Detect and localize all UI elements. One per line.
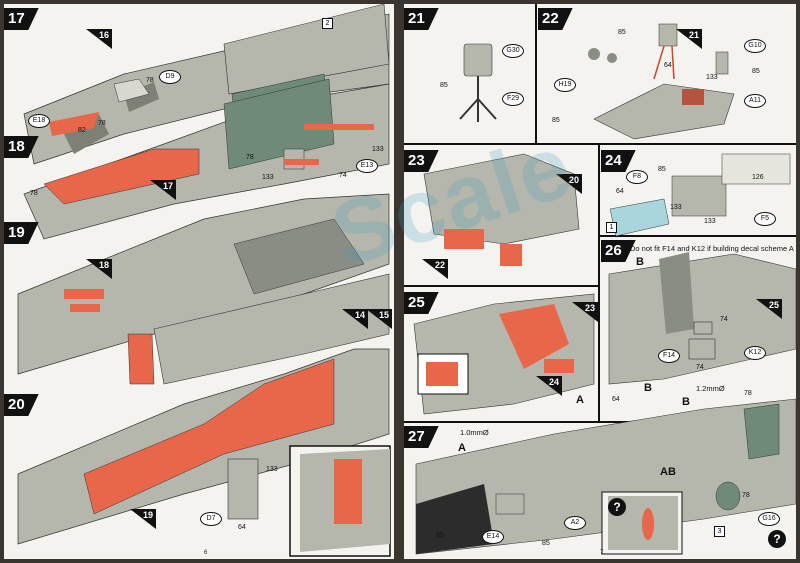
drill-letter: A: [458, 442, 466, 454]
label: 133: [372, 146, 384, 153]
step-21-number: 21: [404, 8, 439, 30]
step-20-number: 20: [4, 394, 39, 416]
label: 85: [618, 29, 626, 36]
part-code: G16: [758, 512, 780, 526]
drill-letter: AB: [660, 466, 676, 478]
label: 78: [742, 492, 750, 499]
label: 74: [696, 364, 704, 371]
step-26-note: Do not fit F14 and K12 if building decal…: [630, 244, 794, 253]
part-code: A2: [564, 516, 586, 530]
part-code: G10: [744, 39, 766, 53]
part-code: F5: [754, 212, 776, 226]
part-code: F8: [626, 170, 648, 184]
part-code: E18: [28, 114, 50, 128]
right-page: 21 G30 85 F29 22 21 85 H19 64 133 G10 85…: [404, 4, 796, 559]
drill-letter: B: [644, 382, 652, 394]
part-code: H19: [554, 78, 576, 92]
label: 74: [720, 316, 728, 323]
label: 133: [704, 218, 716, 225]
label: 133: [670, 204, 682, 211]
part-code: A11: [744, 94, 766, 108]
part-code: G30: [502, 44, 524, 58]
label: 78: [744, 390, 752, 397]
step-24-number: 24: [601, 150, 636, 172]
step-19-number: 19: [4, 222, 39, 244]
label: 133: [706, 74, 718, 81]
label: 85: [752, 68, 760, 75]
label: 133: [262, 174, 274, 181]
step-27-box: 3: [714, 526, 725, 537]
page-number: 7: [600, 550, 604, 556]
part-code: K12: [744, 346, 766, 360]
label: 85: [658, 166, 666, 173]
step-25-number: 25: [404, 292, 439, 314]
label: 64: [664, 62, 672, 69]
label: 133: [266, 466, 278, 473]
step-26-number: 26: [601, 240, 636, 262]
drill-letter: A: [576, 394, 584, 406]
left-page: 17 16 78 D9 E18 82 78 2 18 17 78 133 E13…: [4, 4, 394, 559]
drill-letter: B: [682, 396, 690, 408]
drill-size-b: 1.2mmØ: [696, 384, 725, 393]
step-18-number: 18: [4, 136, 39, 158]
step-24-box: 1: [606, 222, 617, 233]
step-22-number: 22: [538, 8, 573, 30]
label: 82: [78, 127, 86, 134]
label: 78: [246, 154, 254, 161]
step-23-number: 23: [404, 150, 439, 172]
right-page-drawings: [404, 4, 796, 555]
label: 78: [98, 120, 106, 127]
drill-size-a: 1.0mmØ: [460, 428, 489, 437]
label: 85: [542, 540, 550, 547]
question-icon: ?: [768, 530, 786, 548]
label: 85: [440, 82, 448, 89]
step-17-box: 2: [322, 18, 333, 29]
part-code: D7: [200, 512, 222, 526]
label: 78: [146, 77, 154, 84]
label: 64: [616, 188, 624, 195]
part-code: D9: [159, 70, 181, 84]
left-page-drawings: [17, 4, 391, 557]
step-27-number: 27: [404, 426, 439, 448]
part-code: F14: [658, 349, 680, 363]
part-code: F29: [502, 92, 524, 106]
page-number: 6: [204, 550, 208, 556]
question-icon: ?: [608, 498, 626, 516]
label: 64: [612, 396, 620, 403]
label: 85: [436, 532, 444, 539]
label: 85: [552, 117, 560, 124]
label: 126: [752, 174, 764, 181]
part-code: E13: [356, 159, 378, 173]
part-code: E14: [482, 530, 504, 544]
label: 74: [339, 172, 347, 179]
scheme-letter: B: [636, 256, 644, 268]
label: 78: [30, 190, 38, 197]
step-17-number: 17: [4, 8, 39, 30]
label: 64: [238, 524, 246, 531]
